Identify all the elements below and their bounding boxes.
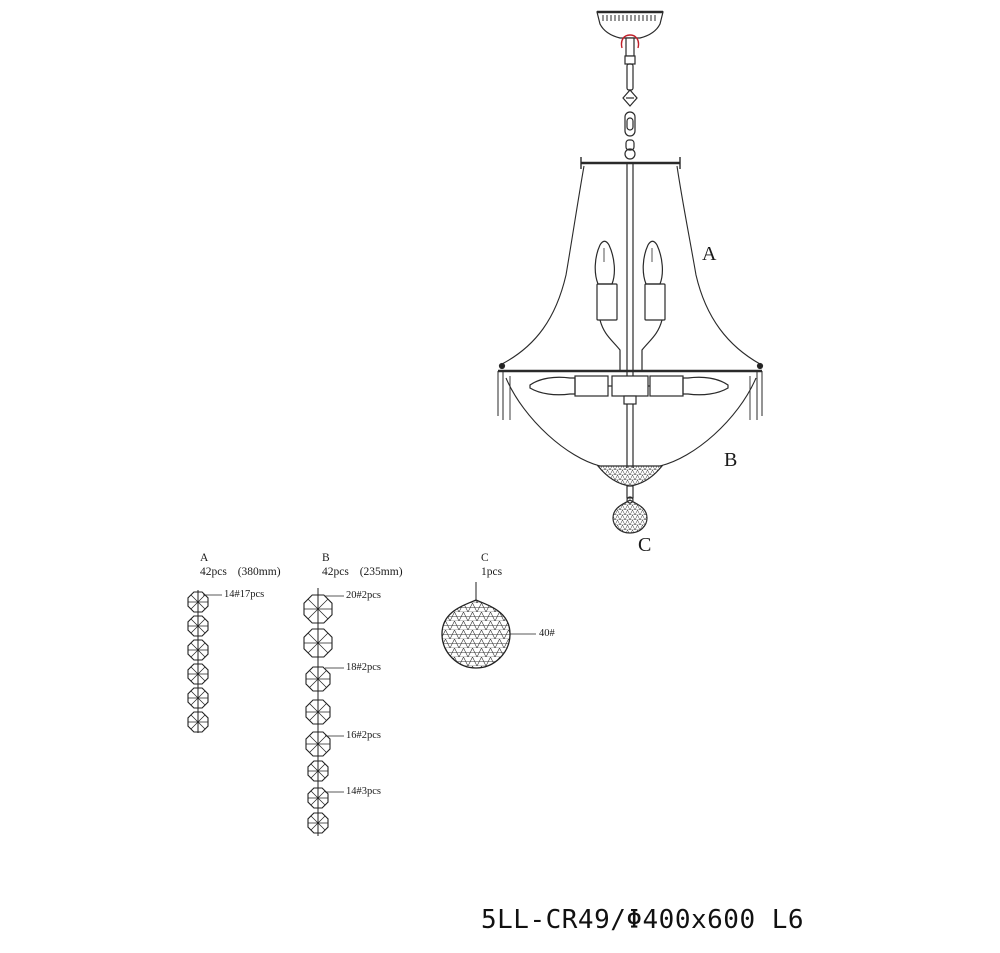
part-a-letter: A (200, 552, 209, 564)
part-a-length: (380mm) (237, 566, 281, 578)
part-c-qty: 1pcs (481, 566, 503, 578)
part-a-qty: 42pcs (380mm) (200, 566, 281, 579)
chandelier-elevation (497, 10, 764, 534)
candle-right-horizontal (638, 375, 729, 397)
top-ring (580, 157, 681, 169)
callout-b: B (724, 449, 738, 471)
pendant-ball-small (612, 499, 648, 534)
crystal-strand-a-outline (501, 165, 761, 365)
annotation-b-18: 18#2pcs (346, 662, 381, 673)
part-c-letter: C (481, 552, 489, 564)
middle-ring (497, 362, 764, 420)
model-number: 5LL-CR49/Φ400x600 L6 (481, 905, 805, 935)
annotation-a-crystal: 14#17pcs (224, 589, 265, 600)
part-a-qty-value: 42pcs (200, 566, 227, 578)
candle-left-horizontal (529, 375, 620, 397)
annotation-c-ball: 40# (539, 628, 555, 639)
callout-a: A (702, 243, 717, 265)
part-b-letter: B (322, 552, 330, 564)
part-c-crystal-ball (441, 582, 536, 669)
bottom-finial (596, 465, 664, 504)
hanging-chain (622, 63, 638, 160)
ceiling-canopy (596, 10, 664, 65)
part-b-strand (303, 588, 344, 836)
part-b-length: (235mm) (359, 566, 403, 578)
callout-c: C (638, 534, 652, 556)
part-b-qty: 42pcs (235mm) (322, 566, 403, 579)
part-b-qty-value: 42pcs (322, 566, 349, 578)
annotation-b-16: 16#2pcs (346, 730, 381, 741)
part-a-strand (187, 590, 222, 733)
candle-upper-right (641, 240, 666, 372)
candle-upper-left (594, 240, 621, 372)
annotation-b-14: 14#3pcs (346, 786, 381, 797)
center-hub (611, 375, 649, 405)
annotation-b-20: 20#2pcs (346, 590, 381, 601)
